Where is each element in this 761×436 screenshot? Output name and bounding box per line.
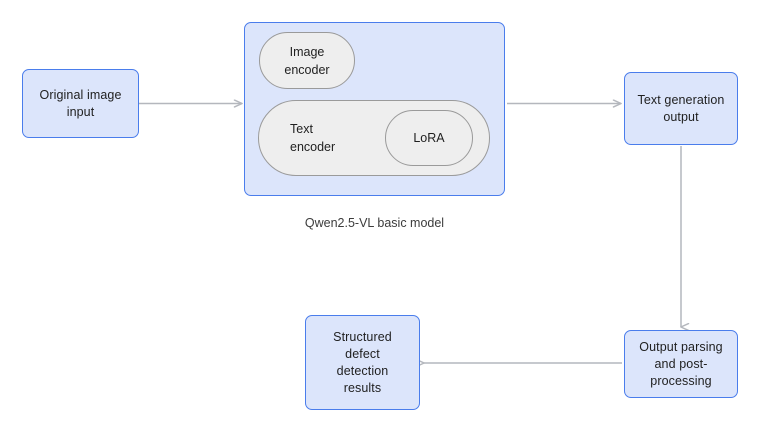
node-image-encoder[interactable]: Image encoder [259, 32, 355, 89]
node-text-generation-output-label: Text generation output [637, 92, 725, 124]
node-original-image-input[interactable]: Original image input [22, 69, 139, 138]
node-original-image-input-label: Original image input [39, 87, 122, 119]
node-output-parsing[interactable]: Output parsing and post- processing [624, 330, 738, 398]
node-structured-results[interactable]: Structured defect detection results [305, 315, 420, 410]
node-output-parsing-label: Output parsing and post- processing [639, 339, 723, 388]
node-lora[interactable]: LoRA [385, 110, 473, 166]
node-structured-results-label: Structured defect detection results [333, 329, 392, 395]
node-text-generation-output[interactable]: Text generation output [624, 72, 738, 145]
node-lora-label: LoRA [413, 131, 445, 145]
node-text-encoder-label: Text encoder [290, 122, 336, 154]
node-image-encoder-label: Image encoder [284, 44, 330, 77]
model-caption: Qwen2.5-VL basic model [304, 216, 445, 230]
